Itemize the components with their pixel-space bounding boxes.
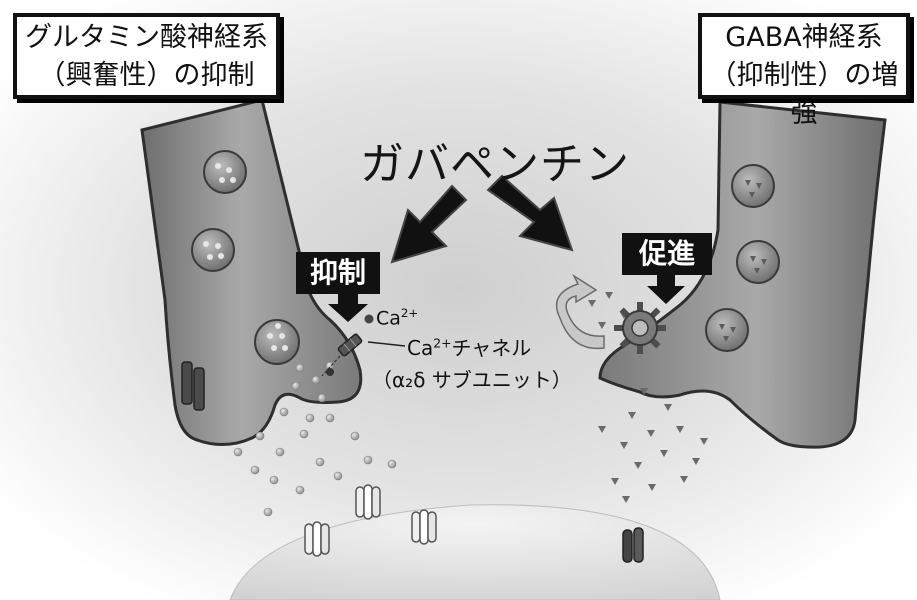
left-presynaptic-neuron — [140, 98, 363, 446]
postsynaptic-receptors — [304, 484, 644, 563]
calcium-ion-label: Ca2+ — [376, 306, 418, 329]
channel-label-charge: 2+ — [433, 335, 452, 351]
left-vesicles — [191, 150, 300, 365]
left-label-box: グルタミン酸神経系 （興奮性）の抑制 — [13, 13, 280, 99]
left-label-line1: グルタミン酸神経系 — [25, 22, 268, 53]
promote-down-arrow — [647, 274, 685, 304]
glutamate-particles — [233, 361, 397, 517]
drug-title: ガバペンチン — [360, 139, 630, 190]
promote-arrow — [486, 174, 574, 252]
left-label-line2: （興奮性）の抑制 — [38, 60, 255, 91]
right-label-box: GABA神経系 （抑制性）の増強 — [698, 13, 910, 129]
calcium-channel-icon — [337, 333, 363, 357]
channel-label-rest: チャネル — [451, 336, 532, 360]
right-vesicles — [705, 164, 780, 352]
calcium-ion — [364, 314, 374, 324]
gaba-gear-icon — [614, 302, 666, 354]
calcium-ion-inner — [326, 368, 334, 376]
rotation-arrow-icon — [555, 273, 605, 350]
subunit-label: （α₂δ サブユニット） — [372, 368, 572, 392]
inhibit-tag: 抑制 — [296, 252, 380, 294]
right-label-line1: GABA神経系 — [725, 22, 883, 53]
channel-label: Ca2+チャネル — [407, 332, 531, 361]
channel-label-base: Ca — [407, 336, 434, 360]
ion-flow-line — [321, 355, 341, 377]
gaba-particles — [588, 292, 708, 503]
calcium-ion-charge: 2+ — [400, 306, 419, 320]
promote-tag: 促進 — [622, 233, 712, 275]
right-label-line2: （抑制性）の増強 — [709, 60, 899, 129]
calcium-ion-base: Ca — [376, 307, 401, 330]
inhibit-down-arrow — [328, 292, 368, 322]
inhibit-arrow — [390, 184, 468, 264]
left-membrane-channels — [181, 361, 205, 411]
postsynaptic-neuron — [229, 504, 721, 600]
channel-pointer-line — [367, 341, 406, 347]
